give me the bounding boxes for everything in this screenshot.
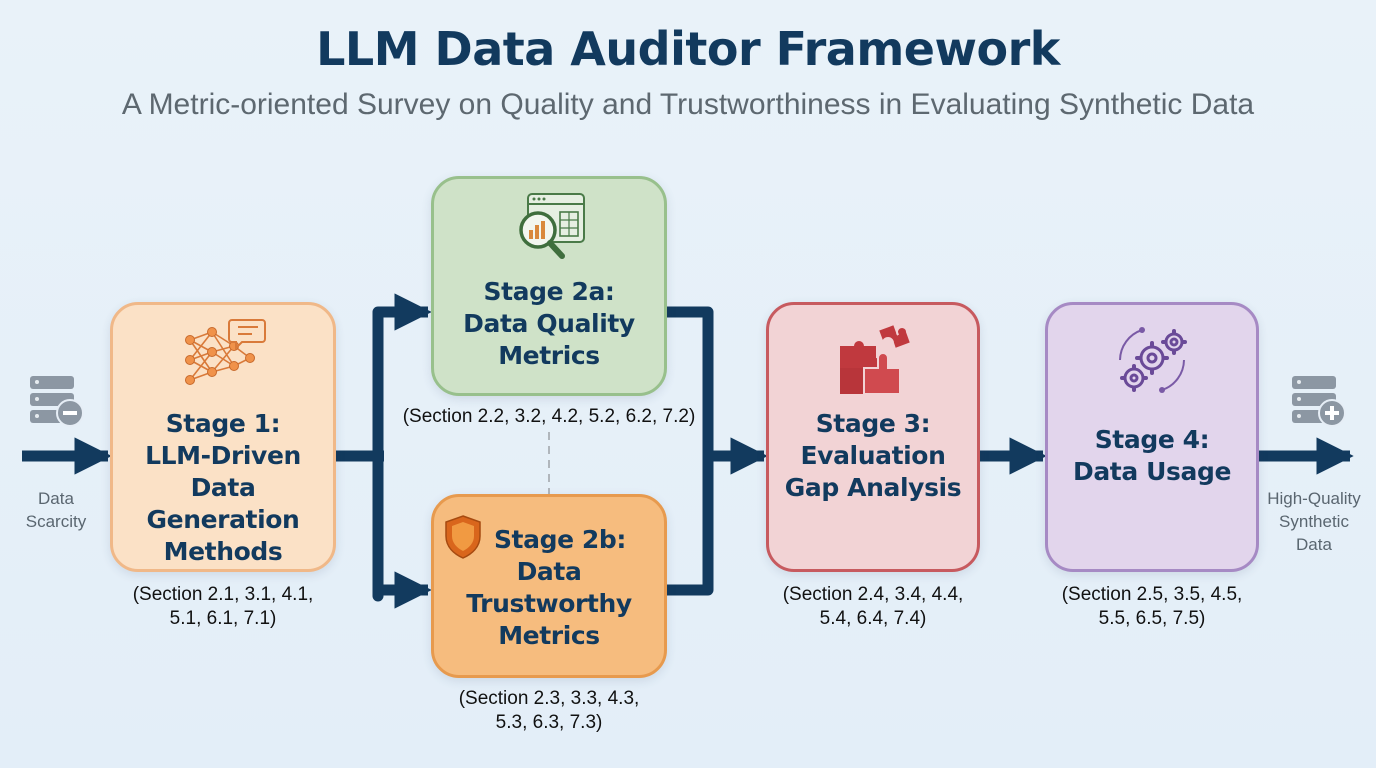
stage2b-sections: (Section 2.3, 3.3, 4.3, 5.3, 6.3, 7.3) <box>458 688 640 733</box>
page-title: LLM Data Auditor Framework <box>316 22 1060 76</box>
stage2b-label: Data Trustworthy Metrics <box>466 557 632 650</box>
stage4-label: Stage 4: Data Usage <box>1072 425 1232 486</box>
merge-connector <box>667 306 714 596</box>
puzzle-icon <box>840 322 912 395</box>
page-subtitle: A Metric-oriented Survey on Quality and … <box>121 88 1255 121</box>
stage2a-label: Stage 2a: Data Quality Metrics <box>463 277 635 370</box>
stage4-sections: (Section 2.5, 3.5, 4.5, 5.5, 6.5, 7.5) <box>1061 584 1243 629</box>
input-label: Data Scarcity <box>25 489 87 531</box>
neural-network-chat-icon <box>185 319 266 385</box>
database-minus-icon <box>30 376 84 427</box>
stage1-box <box>110 302 336 572</box>
stage3-label: Stage 3: Evaluation Gap Analysis <box>784 409 962 502</box>
stage1-label: Stage 1: LLM-Driven Data Generation Meth… <box>145 409 301 566</box>
stage1-sections: (Section 2.1, 3.1, 4.1, 5.1, 6.1, 7.1) <box>132 584 314 629</box>
database-plus-icon <box>1292 376 1346 427</box>
stage3-sections: (Section 2.4, 3.4, 4.4, 5.4, 6.4, 7.4) <box>782 584 964 629</box>
stage2a-sections: (Section 2.2, 3.2, 4.2, 5.2, 6.2, 7.2) <box>402 406 696 427</box>
gears-icon <box>1119 327 1187 393</box>
shield-icon <box>445 515 481 559</box>
output-label: High-Quality Synthetic Data <box>1267 489 1361 554</box>
magnifier-chart-icon <box>519 193 585 259</box>
stage2b-title: Stage 2b: <box>493 525 627 554</box>
